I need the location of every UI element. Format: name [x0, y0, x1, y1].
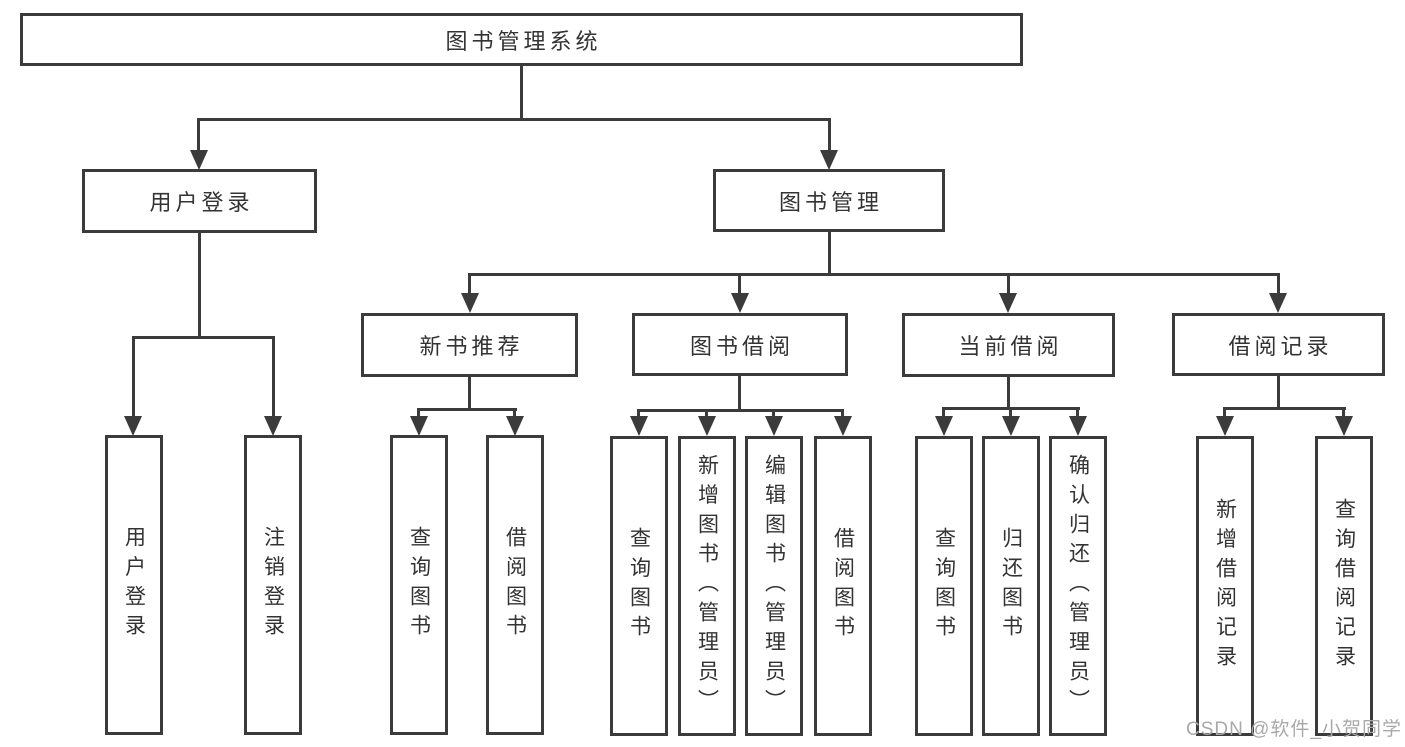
connector-user-login-stem	[198, 233, 201, 336]
connector-to-br-add	[1223, 407, 1226, 416]
arrow-to-leaf-logout	[264, 416, 282, 436]
arrow-to-bb-add	[698, 416, 716, 436]
leaf-records-query-record: 查询借阅记录	[1315, 436, 1373, 736]
arrow-to-book-mgmt	[820, 150, 838, 170]
connector-to-bb-borrow	[841, 409, 844, 416]
connector-book-mgmt-stem	[828, 232, 831, 273]
connector-borrow-records-bus	[1223, 407, 1346, 410]
node-library-system-label: 图书管理系统	[445, 28, 602, 54]
node-user-login-label: 用户登录	[149, 190, 254, 215]
connector-to-br-query	[1342, 407, 1345, 416]
node-library-system: 图书管理系统	[20, 13, 1023, 66]
arrow-to-cb-confirm	[1069, 416, 1087, 436]
connector-current-borrow-stem	[1007, 377, 1010, 407]
connector-to-bb-edit	[772, 409, 775, 416]
node-borrow-records-label: 借阅记录	[1228, 333, 1333, 359]
connector-to-user-login	[197, 118, 200, 150]
arrow-to-new-books	[461, 293, 479, 313]
connector-book-mgmt-bus	[468, 273, 1280, 276]
connector-to-borrow-records	[1277, 273, 1280, 293]
leaf-borrow-borrow-books-label: 借阅图书	[831, 527, 855, 645]
connector-to-bb-add	[705, 409, 708, 416]
node-current-borrow-label: 当前借阅	[958, 334, 1063, 359]
leaf-current-query-books-label: 查询图书	[932, 527, 956, 645]
leaf-borrow-add-books-label: 新增图书（管理员）	[695, 453, 719, 719]
node-book-borrow: 图书借阅	[632, 313, 848, 376]
connector-to-nb-query	[417, 408, 420, 416]
leaf-current-return-books: 归还图书	[982, 436, 1040, 736]
connector-to-leaf-user-login	[132, 336, 135, 416]
connector-borrow-records-stem	[1277, 376, 1280, 407]
arrow-to-borrow-records	[1269, 293, 1287, 313]
leaf-borrow-add-books: 新增图书（管理员）	[678, 436, 736, 736]
connector-to-bb-query	[637, 409, 640, 416]
connector-user-login-bus	[132, 336, 275, 339]
node-book-management-label: 图书管理	[778, 189, 883, 215]
connector-to-cb-confirm	[1076, 407, 1079, 416]
leaf-current-return-books-label: 归还图书	[999, 527, 1023, 645]
node-user-login: 用户登录	[82, 169, 317, 233]
arrow-to-leaf-user-login	[124, 416, 142, 436]
connector-to-book-mgmt	[828, 118, 831, 150]
leaf-records-add-record-label: 新增借阅记录	[1213, 497, 1237, 675]
arrow-to-book-borrow	[731, 293, 749, 313]
arrow-to-br-query	[1335, 416, 1353, 436]
node-book-management: 图书管理	[713, 169, 945, 232]
leaf-newbook-query-books-label: 查询图书	[407, 526, 431, 644]
arrow-to-cb-return	[1002, 416, 1020, 436]
node-current-borrow: 当前借阅	[902, 313, 1115, 377]
connector-root-stem	[520, 66, 523, 118]
node-new-book-recommend-label: 新书推荐	[419, 334, 524, 359]
leaf-borrow-edit-books-label: 编辑图书（管理员）	[762, 453, 786, 719]
leaf-records-add-record: 新增借阅记录	[1196, 436, 1254, 736]
leaf-current-confirm-return: 确认归还（管理员）	[1049, 436, 1107, 736]
leaf-newbook-query-books: 查询图书	[390, 435, 448, 735]
connector-new-books-stem	[468, 377, 471, 408]
connector-to-current-borrow	[1007, 273, 1010, 293]
connector-to-new-books	[468, 273, 471, 293]
arrow-to-bb-borrow	[834, 416, 852, 436]
arrow-to-br-add	[1216, 416, 1234, 436]
leaf-borrow-edit-books: 编辑图书（管理员）	[745, 436, 803, 736]
connector-to-cb-query	[942, 407, 945, 416]
connector-book-borrow-bus	[637, 409, 844, 412]
connector-to-cb-return	[1009, 407, 1012, 416]
leaf-borrow-borrow-books: 借阅图书	[814, 436, 872, 736]
leaf-user-login: 用户登录	[105, 435, 163, 735]
connector-to-nb-borrow	[513, 408, 516, 416]
leaf-logout: 注销登录	[244, 435, 302, 735]
leaf-current-confirm-return-label: 确认归还（管理员）	[1066, 453, 1090, 719]
arrow-to-bb-query	[630, 416, 648, 436]
arrow-to-user-login	[190, 150, 208, 170]
leaf-newbook-borrow-books: 借阅图书	[486, 435, 544, 735]
connector-to-book-borrow	[738, 273, 741, 293]
connector-root-bus	[197, 118, 831, 121]
arrow-to-current-borrow	[999, 293, 1017, 313]
node-new-book-recommend: 新书推荐	[361, 313, 578, 377]
arrow-to-nb-query	[410, 416, 428, 436]
leaf-user-login-label: 用户登录	[122, 526, 146, 644]
connector-book-borrow-stem	[738, 376, 741, 409]
leaf-records-query-record-label: 查询借阅记录	[1332, 497, 1356, 675]
leaf-borrow-query-books: 查询图书	[610, 436, 668, 736]
leaf-current-query-books: 查询图书	[915, 436, 973, 736]
leaf-borrow-query-books-label: 查询图书	[627, 527, 651, 645]
leaf-logout-label: 注销登录	[261, 526, 285, 644]
connector-to-leaf-logout	[272, 336, 275, 416]
leaf-newbook-borrow-books-label: 借阅图书	[503, 526, 527, 644]
connector-new-books-bus	[417, 408, 517, 411]
node-borrow-records: 借阅记录	[1172, 313, 1385, 376]
arrow-to-cb-query	[935, 416, 953, 436]
node-book-borrow-label: 图书借阅	[689, 333, 794, 359]
arrow-to-nb-borrow	[506, 416, 524, 436]
arrow-to-bb-edit	[765, 416, 783, 436]
csdn-watermark: CSDN @软件_小贺同学	[1186, 719, 1402, 740]
